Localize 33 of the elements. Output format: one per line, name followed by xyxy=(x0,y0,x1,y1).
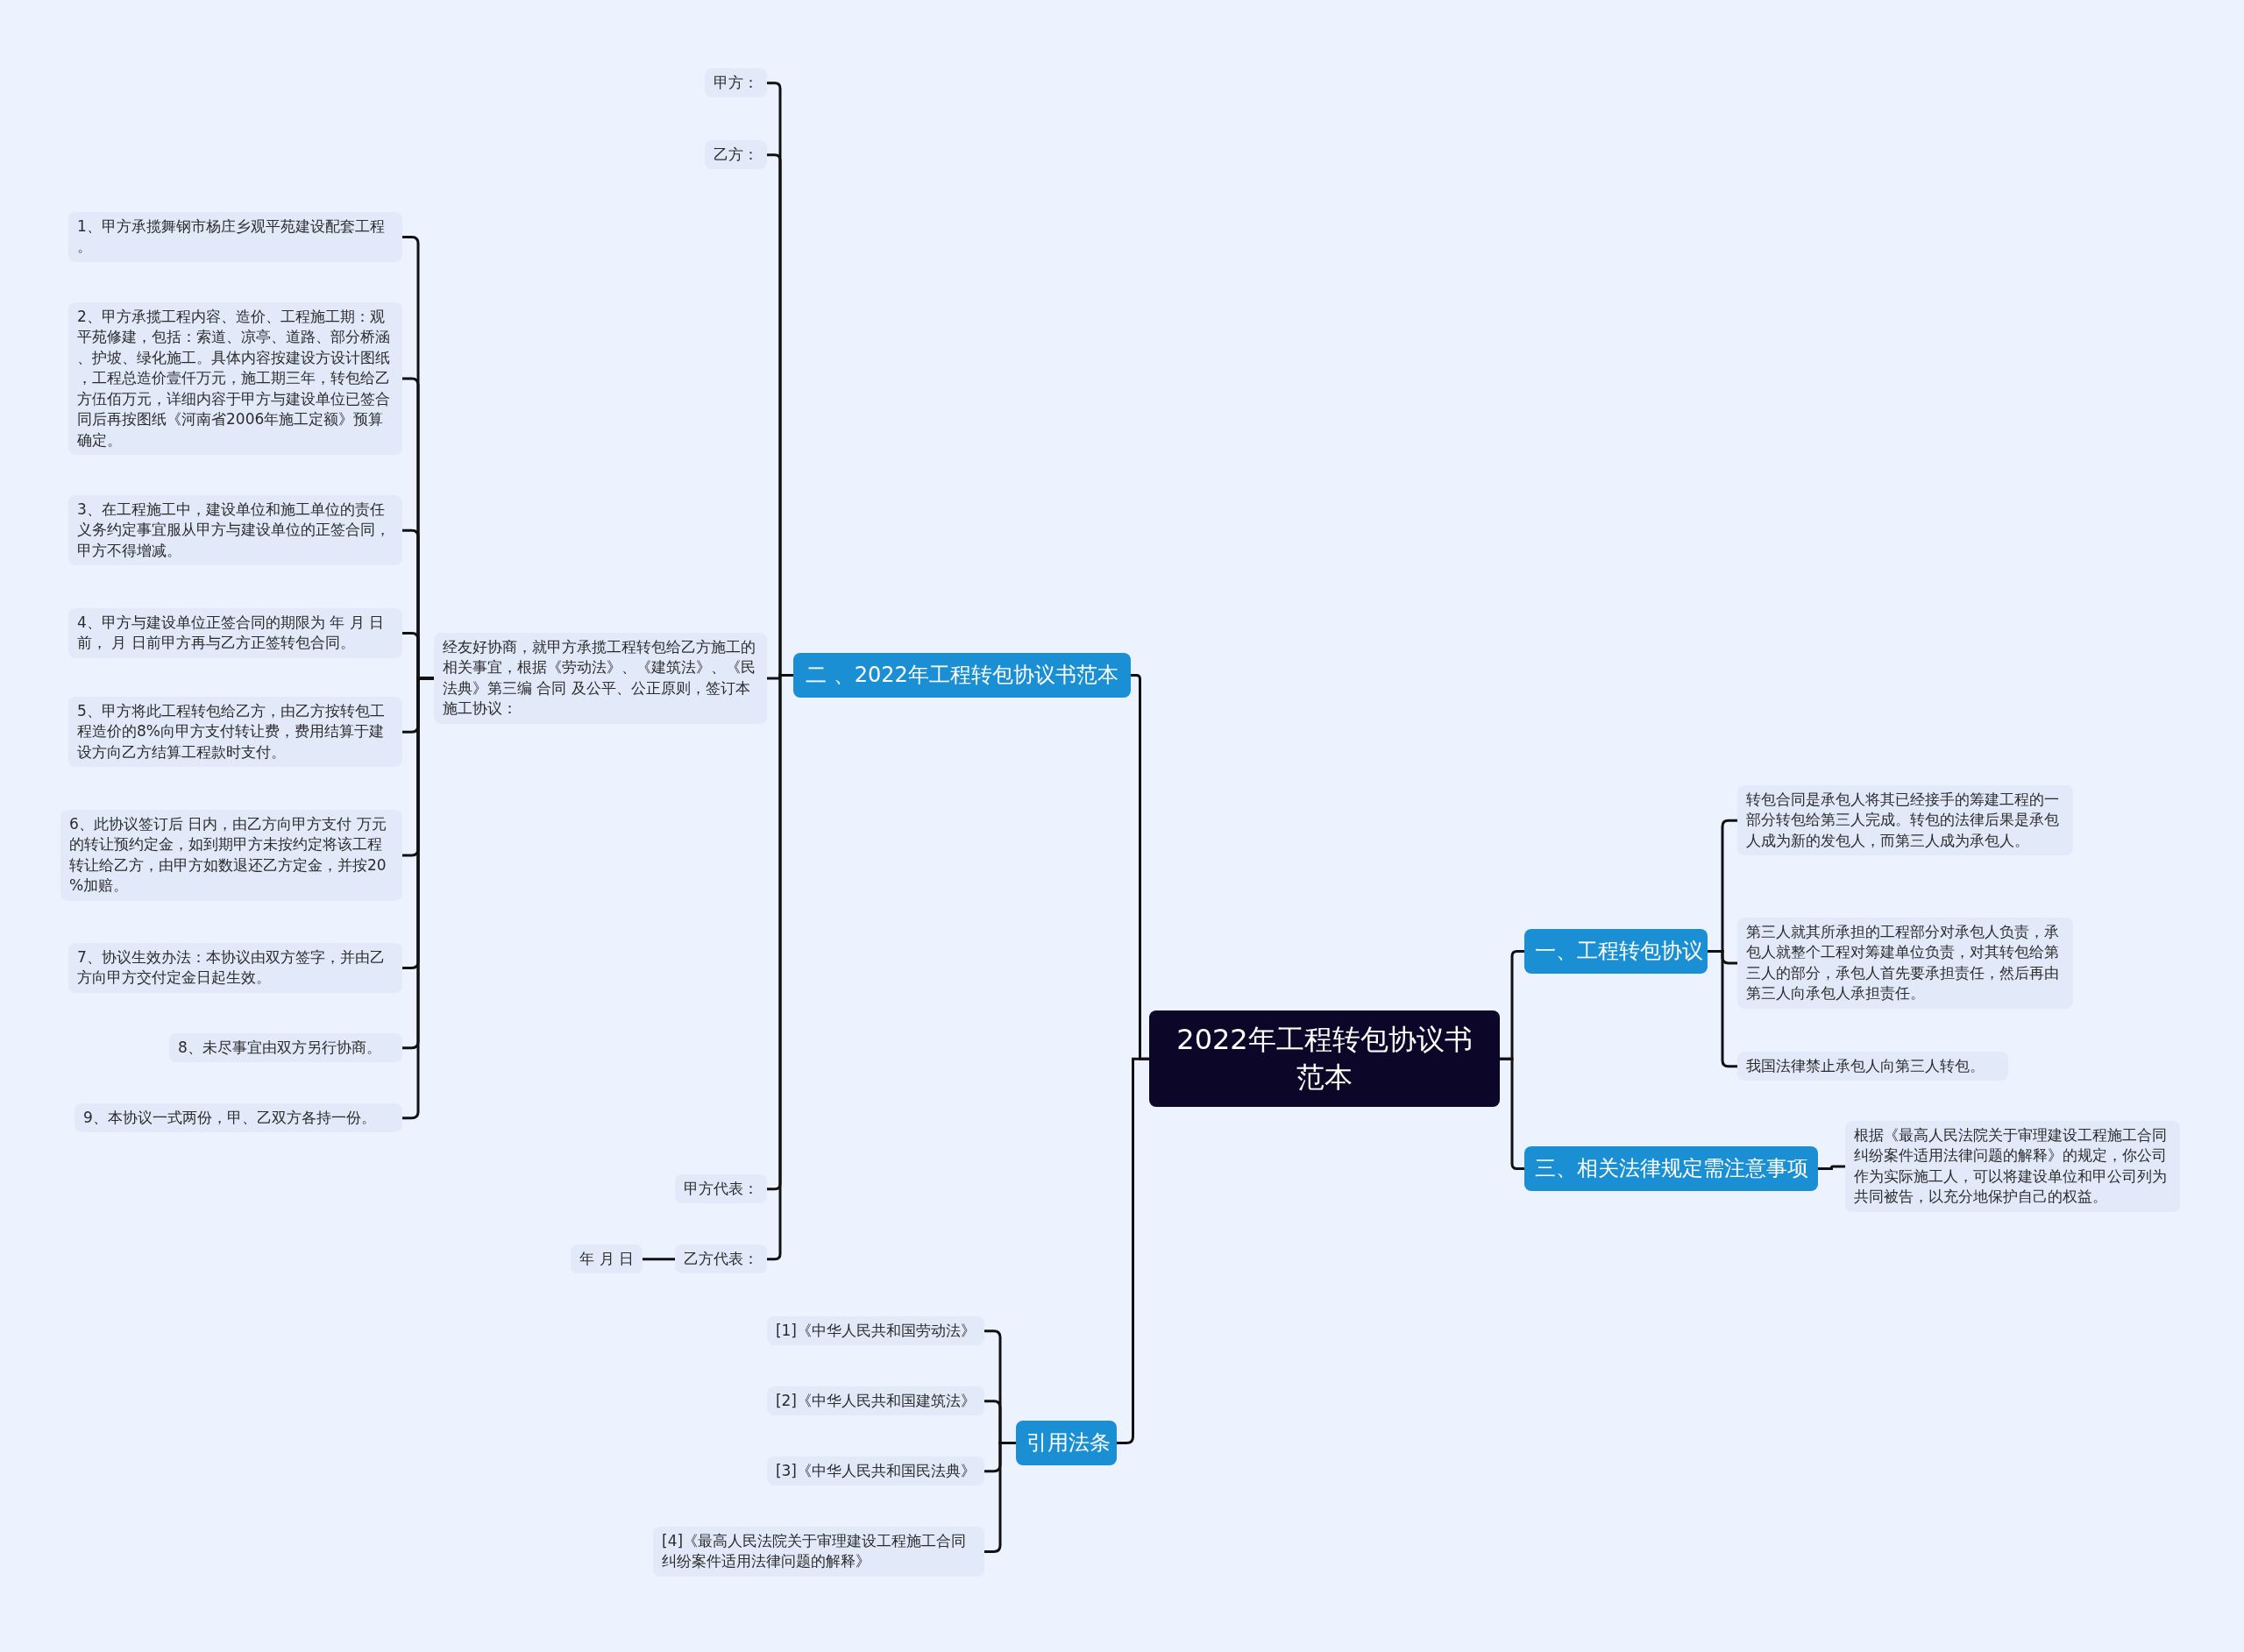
branch-topic-box: 一、工程转包协议 xyxy=(1524,929,1708,975)
topic-box: 根据《最高人民法院关于审理建设工程施工合同纠纷案件适用法律问题的解释》的规定，你公司作为实际施工人，可以将建设单位和甲公司列为共同被告，以充分地保护自己的权益。 xyxy=(1845,1121,2180,1212)
topic-box: 第三人就其所承担的工程部分对承包人负责，承包人就整个工程对筹建单位负责，对其转包给第三人的部分，承包人首先要承担责任，然后再由第三人向承包人承担责任。 xyxy=(1737,918,2073,1009)
topic-box: [4]《最高人民法院关于审理建设工程施工合同纠纷案件适用法律问题的解释》 xyxy=(653,1527,984,1577)
topic-box: 乙方代表： xyxy=(675,1244,767,1274)
branch-topic-box: 引用法条 xyxy=(1016,1421,1117,1466)
topic-box: 5、甲方将此工程转包给乙方，由乙方按转包工程造价的8%向甲方支付转让费，费用结算于建设方向乙方结算工程款时支付。 xyxy=(68,697,402,768)
topic-box: 8、未尽事宜由双方另行协商。 xyxy=(169,1033,402,1063)
branch-topic-box: 三、相关法律规定需注意事项 xyxy=(1524,1146,1818,1192)
topic-box: 甲方代表： xyxy=(675,1174,767,1204)
topic-box: 我国法律禁止承包人向第三人转包。 xyxy=(1737,1052,2008,1081)
connector-line xyxy=(1818,1165,1845,1171)
connector-line xyxy=(643,1258,675,1261)
topic-box: 1、甲方承揽舞钢市杨庄乡观平苑建设配套工程。 xyxy=(68,212,402,262)
topic-box: [2]《中华人民共和国建筑法》 xyxy=(766,1386,984,1416)
connector-line xyxy=(1500,1057,1524,1171)
topic-box: 2、甲方承揽工程内容、造价、工程施工期：观平苑修建，包括：索道、凉亭、道路、部分桥涵、护坡、绿化施工。具体内容按建设方设计图纸，工程总造价壹仟万元，施工期三年，转包给乙方伍佰万元，详细内容于甲方与建设单位已签合同后再按图纸《河南省2006年施工定额》预算确定。 xyxy=(68,302,402,456)
topic-box: 转包合同是承包人将其已经接手的筹建工程的一部分转包给第三人完成。转包的法律后果是承包人成为新的发包人，而第三人成为承包人。 xyxy=(1737,785,2073,856)
branch-topic-box: 二 、2022年工程转包协议书范本 xyxy=(793,653,1131,698)
topic-box: 9、本协议一式两份，甲、乙双方各持一份。 xyxy=(75,1103,402,1133)
topic-box: 7、协议生效办法：本协议由双方签字，并由乙方向甲方交付定金日起生效。 xyxy=(68,943,402,993)
topic-box: 3、在工程施工中，建设单位和施工单位的责任义务约定事宜服从甲方与建设单位的正签合同，甲方不得增减。 xyxy=(68,495,402,566)
root-topic-box: 2022年工程转包协议书范本 xyxy=(1149,1010,1500,1108)
topic-box: 甲方： xyxy=(705,68,767,98)
topic-box: 6、此协议签订后 日内，由乙方向甲方支付 万元的转让预约定金，如到期甲方未按约定将该工程转让给乙方，由甲方如数退还乙方定金，并按20%加赔。 xyxy=(60,810,402,901)
connector-line xyxy=(1117,1057,1149,1445)
topic-box: [3]《中华人民共和国民法典》 xyxy=(766,1457,984,1486)
topic-box: 年 月 日 xyxy=(571,1244,643,1274)
topic-box: 乙方： xyxy=(705,140,767,170)
connector-line xyxy=(984,1442,1016,1553)
topic-box: 经友好协商，就甲方承揽工程转包给乙方施工的相关事宜，根据《劳动法》、《建筑法》、《民法典》第三编 合同 及公平、公正原则，签订本施工协议： xyxy=(434,633,767,724)
topic-box: 4、甲方与建设单位正签合同的期限为 年 月 日前， 月 日前甲方再与乙方正签转包合同。 xyxy=(68,608,402,658)
topic-box: [1]《中华人民共和国劳动法》 xyxy=(766,1316,984,1346)
